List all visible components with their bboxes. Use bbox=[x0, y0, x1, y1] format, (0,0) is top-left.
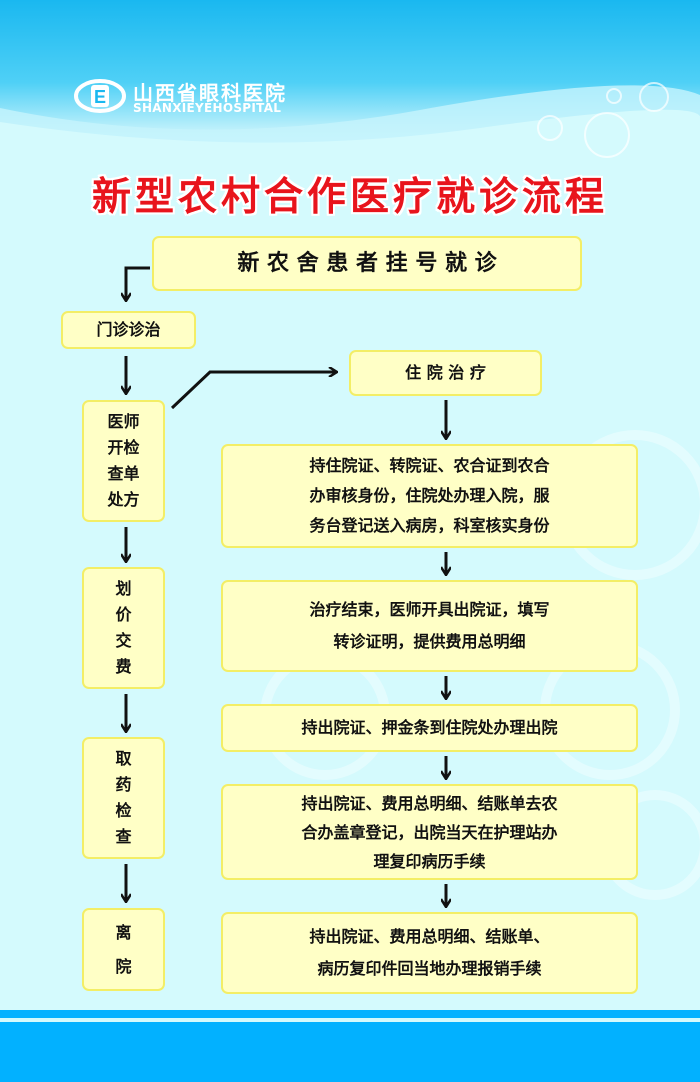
step-line: 院 bbox=[115, 956, 132, 976]
step-line: 处方 bbox=[107, 490, 140, 509]
step-line: 离 bbox=[115, 922, 132, 942]
step-line: 转诊证明，提供费用总明细 bbox=[333, 632, 526, 651]
step-line: 门诊诊治 bbox=[96, 320, 161, 339]
step-line: 划 bbox=[115, 579, 132, 598]
step-line: 查 bbox=[115, 827, 132, 846]
hospital-logo-icon: E bbox=[74, 79, 126, 113]
step-admission: 持住院证、转院证、农合证到农合办审核身份，住院处办理入院，服务台登记送入病房，科… bbox=[221, 444, 638, 548]
step-medicine: 取药检查 bbox=[82, 737, 165, 859]
step-line: 持住院证、转院证、农合证到农合 bbox=[309, 456, 550, 475]
arrow bbox=[170, 372, 336, 410]
step-line: 办审核身份，住院处办理入院，服 bbox=[309, 486, 550, 505]
start-label: 新 农 舍 患 者 挂 号 就 诊 bbox=[237, 250, 497, 276]
step-line: 交 bbox=[115, 631, 132, 650]
step-outpatient: 门诊诊治 bbox=[61, 311, 196, 349]
header-wave bbox=[0, 82, 700, 160]
step-doctor-exam: 医师开检查单处方 bbox=[82, 400, 165, 522]
step-line: 病历复印件回当地办理报销手续 bbox=[317, 959, 542, 978]
step-stamp-register: 持出院证、费用总明细、结账单去农合办盖章登记，出院当天在护理站办理复印病历手续 bbox=[221, 784, 638, 880]
step-line: 开检 bbox=[107, 438, 140, 457]
step-line: 理复印病历手续 bbox=[373, 851, 486, 871]
step-line: 医师 bbox=[107, 412, 140, 431]
step-line: 查单 bbox=[107, 464, 140, 483]
page-title: 新型农村合作医疗就诊流程 bbox=[91, 175, 608, 220]
step-reimburse: 持出院证、费用总明细、结账单、病历复印件回当地办理报销手续 bbox=[221, 912, 638, 994]
footer-stripe bbox=[0, 1010, 700, 1018]
step-line: 合办盖章登记，出院当天在护理站办 bbox=[301, 822, 558, 842]
step-discharge: 持出院证、押金条到住院处办理出院 bbox=[221, 704, 638, 752]
step-discharge-cert: 治疗结束，医师开具出院证，填写转诊证明，提供费用总明细 bbox=[221, 580, 638, 672]
step-line: 检 bbox=[115, 801, 132, 820]
arrow bbox=[126, 266, 150, 300]
step-line: 费 bbox=[115, 657, 132, 676]
footer-band bbox=[0, 1022, 700, 1082]
step-line: 持出院证、费用总明细、结账单、 bbox=[309, 927, 550, 946]
step-line: 价 bbox=[115, 605, 132, 624]
step-line: 持出院证、押金条到住院处办理出院 bbox=[301, 718, 558, 737]
step-line: 务台登记送入病房，科室核实身份 bbox=[309, 516, 550, 535]
step-payment: 划价交费 bbox=[82, 567, 165, 689]
hospital-name-cn: 山西省眼科医院 bbox=[133, 81, 287, 105]
step-leave: 离院 bbox=[82, 908, 165, 991]
step-line: 取 bbox=[115, 749, 132, 768]
step-inpatient: 住 院 治 疗 bbox=[349, 350, 542, 396]
svg-text:E: E bbox=[94, 87, 106, 107]
start-box: 新 农 舍 患 者 挂 号 就 诊 bbox=[152, 236, 582, 291]
step-line: 持出院证、费用总明细、结账单去农 bbox=[301, 793, 558, 813]
hospital-name-en: SHANXIEYEHOSPITAL bbox=[133, 101, 282, 115]
step-line: 药 bbox=[115, 775, 132, 794]
step-line: 住 院 治 疗 bbox=[405, 363, 486, 382]
step-line: 治疗结束，医师开具出院证，填写 bbox=[309, 600, 550, 619]
